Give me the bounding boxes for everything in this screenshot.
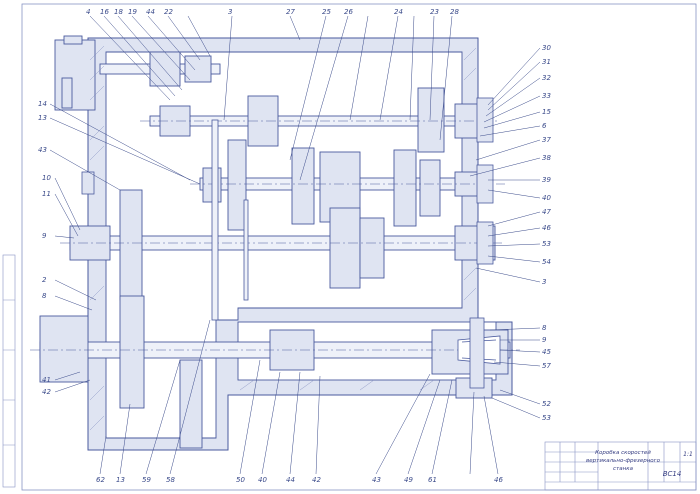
callout-right-9: 39 bbox=[542, 176, 551, 184]
callout-right-14: 54 bbox=[542, 258, 551, 266]
callouts-right: 30 31 32 33 15 6 37 38 39 40 47 46 53 54… bbox=[542, 44, 551, 422]
callout-left-2: 13 bbox=[38, 114, 47, 122]
callout-top-1: 4 bbox=[86, 8, 90, 16]
callout-bottom-10: 49 bbox=[404, 476, 413, 484]
callout-right-10: 40 bbox=[542, 194, 551, 202]
callout-right-19: 57 bbox=[542, 362, 551, 370]
callouts-bottom: 62 13 59 58 50 40 44 42 43 49 61 46 bbox=[96, 476, 503, 484]
bearing-caps bbox=[81, 97, 494, 389]
callout-left-7: 2 bbox=[42, 276, 47, 284]
callout-left-3: 43 bbox=[38, 146, 47, 154]
title-block bbox=[544, 441, 697, 491]
left-binding-strip bbox=[2, 254, 16, 488]
callout-bottom-1: 62 bbox=[96, 476, 105, 484]
callout-right-20: 52 bbox=[542, 400, 551, 408]
callout-right-3: 32 bbox=[542, 74, 551, 82]
title-line-2: вертикально-фрезерного bbox=[586, 458, 661, 464]
callout-top-8: 27 bbox=[286, 8, 295, 16]
callout-bottom-6: 40 bbox=[258, 476, 267, 484]
callout-right-8: 38 bbox=[542, 154, 551, 162]
sheet-code: ВС14 bbox=[663, 470, 682, 478]
control-rod bbox=[211, 119, 249, 321]
title-line-1: Коробка скоростей bbox=[595, 450, 651, 456]
callout-top-12: 23 bbox=[430, 8, 439, 16]
callout-right-6: 6 bbox=[542, 122, 547, 130]
scale-value: 1:1 bbox=[683, 451, 693, 458]
hatching bbox=[89, 45, 477, 431]
callout-bottom-9: 43 bbox=[372, 476, 381, 484]
callout-bottom-8: 42 bbox=[312, 476, 321, 484]
callout-left-8: 8 bbox=[42, 292, 47, 300]
callout-top-7: 3 bbox=[228, 8, 232, 16]
input-shaft bbox=[99, 51, 221, 87]
callout-right-15: 3 bbox=[542, 278, 546, 286]
callout-right-7: 37 bbox=[542, 136, 551, 144]
callout-right-21: 53 bbox=[542, 414, 551, 422]
callout-top-10: 26 bbox=[344, 8, 353, 16]
callout-right-16: 8 bbox=[542, 324, 547, 332]
leaders-top bbox=[89, 15, 453, 181]
callout-right-12: 46 bbox=[542, 224, 551, 232]
callout-top-11: 24 bbox=[394, 8, 403, 16]
motor-flange bbox=[54, 35, 96, 111]
callout-bottom-11: 61 bbox=[428, 476, 437, 484]
callout-right-4: 33 bbox=[542, 92, 551, 100]
sheet-frame bbox=[21, 3, 697, 491]
callout-right-17: 9 bbox=[542, 336, 547, 344]
callout-right-18: 45 bbox=[542, 348, 551, 356]
callout-bottom-3: 59 bbox=[142, 476, 151, 484]
callout-bottom-4: 58 bbox=[166, 476, 175, 484]
callout-right-11: 47 bbox=[542, 208, 551, 216]
title-line-3: станка bbox=[613, 466, 634, 472]
callout-bottom-12: 46 bbox=[494, 476, 503, 484]
leaders-right bbox=[469, 47, 541, 419]
callout-bottom-7: 44 bbox=[286, 476, 295, 484]
callout-bottom-5: 50 bbox=[236, 476, 245, 484]
callout-top-6: 22 bbox=[164, 8, 173, 16]
callout-left-1: 14 bbox=[38, 100, 47, 108]
callout-right-5: 15 bbox=[542, 108, 551, 116]
callout-left-5: 11 bbox=[42, 190, 51, 198]
callout-top-4: 19 bbox=[128, 8, 137, 16]
callouts-top: 4 16 18 19 44 22 3 27 25 26 24 23 28 bbox=[86, 8, 459, 16]
callout-left-6: 9 bbox=[42, 232, 47, 240]
callouts-left: 14 13 43 10 11 9 2 8 41 42 bbox=[38, 100, 51, 396]
callout-right-2: 31 bbox=[542, 58, 551, 66]
callout-left-4: 10 bbox=[42, 174, 51, 182]
callout-top-13: 28 bbox=[450, 8, 459, 16]
callout-top-9: 25 bbox=[322, 8, 331, 16]
shaft-3 bbox=[69, 189, 496, 301]
callout-top-2: 16 bbox=[100, 8, 109, 16]
callout-top-3: 18 bbox=[114, 8, 123, 16]
callout-right-13: 53 bbox=[542, 240, 551, 248]
leaders-bottom bbox=[99, 319, 499, 475]
callout-left-9: 41 bbox=[42, 376, 51, 384]
callout-right-1: 30 bbox=[542, 44, 551, 52]
callout-top-5: 44 bbox=[146, 8, 155, 16]
callout-bottom-2: 13 bbox=[116, 476, 125, 484]
leaders-left bbox=[49, 103, 201, 393]
callout-left-10: 42 bbox=[42, 388, 51, 396]
